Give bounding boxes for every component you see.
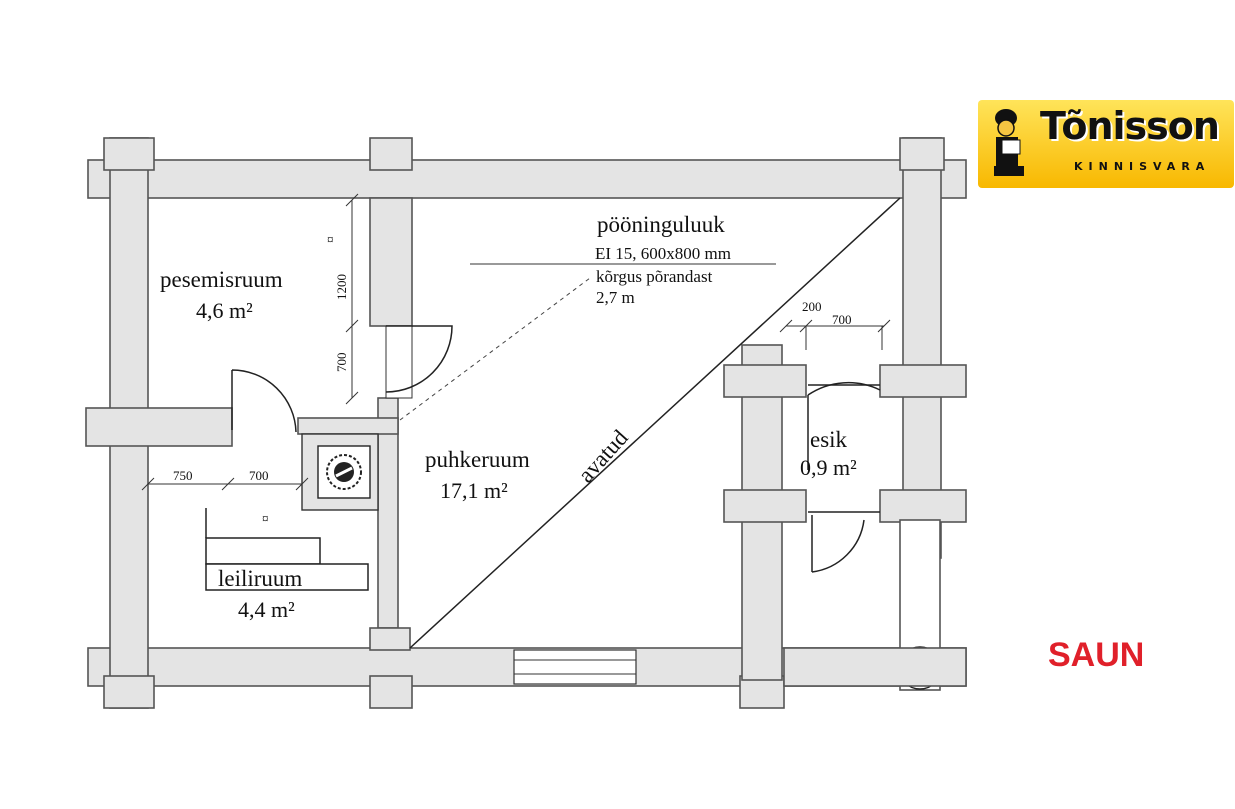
- hatch-spec: EI 15, 600x800 mm: [595, 244, 731, 263]
- inner-wall-top: [369, 197, 413, 327]
- room-puhkeruum-area: 17,1 m²: [440, 478, 508, 503]
- door-swing-4: [811, 515, 865, 573]
- right-wall: [902, 137, 942, 559]
- hatch-height-label: kõrgus põrandast: [596, 267, 713, 286]
- door-swing-2: [231, 369, 297, 433]
- esik-left-log-top: [723, 364, 807, 398]
- corner-tm: [369, 137, 413, 171]
- dim-700-vertical: 700: [334, 353, 349, 373]
- inner-wall-mid: [297, 417, 399, 435]
- room-leiliruum-name: leiliruum: [218, 566, 302, 591]
- dim-700-right: 700: [832, 312, 852, 327]
- dim-750: 750: [173, 468, 193, 483]
- sauna-benches: [205, 508, 369, 591]
- hatch-leader: [399, 277, 591, 421]
- walls: [85, 137, 967, 709]
- top-wall: [87, 159, 967, 199]
- open-label: avatud: [573, 425, 633, 488]
- room-puhkeruum-name: puhkeruum: [425, 447, 530, 472]
- porch-beam: [783, 647, 967, 687]
- hatch-height-value: 2,7 m: [596, 288, 635, 307]
- page-caption: SAUN: [1048, 636, 1145, 674]
- room-pesemisruum-area: 4,6 m²: [196, 298, 253, 323]
- logo-wordmark: Tõnisson: [1040, 104, 1220, 148]
- esik-right-log-bottom: [879, 489, 967, 523]
- dim-1200: 1200: [334, 274, 349, 300]
- dimension-lines: [141, 193, 891, 491]
- inner-wall-left: [85, 407, 233, 447]
- esik-left-log-bottom: [723, 489, 807, 523]
- lamp-symbol-1: ¤: [327, 232, 334, 247]
- room-pesemisruum-name: pesemisruum: [160, 267, 283, 292]
- door-swing-1: [385, 325, 453, 393]
- esik-right-log-top: [879, 364, 967, 398]
- doors: [231, 325, 881, 573]
- tonisson-logo: Tõnisson KINNISVARA: [978, 100, 1234, 188]
- open-diagonal: [409, 197, 901, 649]
- hatch-title: pööninguluuk: [597, 212, 725, 237]
- corner-bm: [369, 675, 413, 709]
- partition-foot: [369, 627, 411, 651]
- room-leiliruum-area: 4,4 m²: [238, 597, 295, 622]
- corner-bl: [103, 675, 155, 709]
- logo-figure-icon: [994, 109, 1024, 176]
- window-bottom: [513, 649, 637, 685]
- door-swing-3: [807, 381, 881, 470]
- dim-700-left: 700: [249, 468, 269, 483]
- dim-200: 200: [802, 299, 822, 314]
- sauna-stove: [301, 433, 379, 511]
- corner-tr: [899, 137, 945, 171]
- corner-br: [739, 675, 785, 709]
- lamp-symbol-2: ¤: [262, 511, 269, 526]
- logo-subtitle: KINNISVARA: [1074, 160, 1211, 173]
- room-esik-area: 0,9 m²: [800, 455, 857, 480]
- corner-tl: [103, 137, 155, 171]
- room-esik-name: esik: [810, 427, 848, 452]
